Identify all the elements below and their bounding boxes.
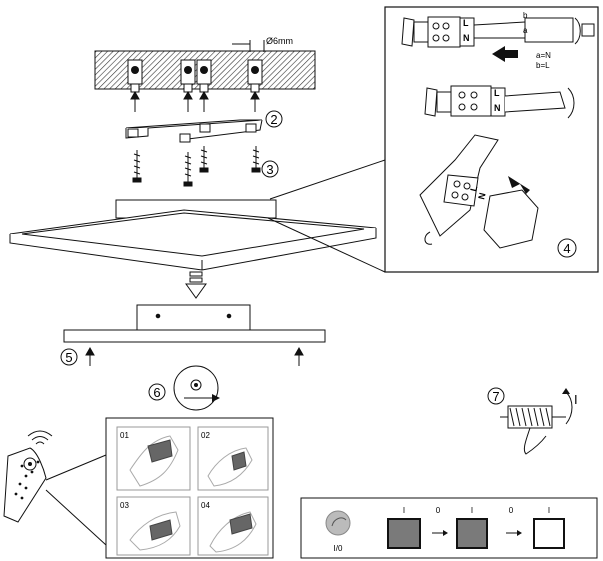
switch-icon-label: I/0 xyxy=(334,544,343,553)
wall-plug xyxy=(180,59,196,93)
step-3-callout: 3 xyxy=(261,160,279,178)
wall-plug xyxy=(127,59,143,93)
svg-text:2: 2 xyxy=(270,112,277,127)
step-7-callout: 7 xyxy=(487,387,505,405)
svg-text:3: 3 xyxy=(266,162,273,177)
battery-step-label: 01 xyxy=(120,431,129,440)
battery-step-label: 04 xyxy=(201,501,210,510)
wall-switch-icon xyxy=(325,510,351,536)
signal-icon xyxy=(27,430,53,445)
down-arrow-icon xyxy=(185,271,207,299)
terminal-L-label: L xyxy=(463,18,469,28)
switch-state-label: 0 xyxy=(436,506,441,515)
terminal-N-label: N xyxy=(494,103,501,113)
terminal-block-connected xyxy=(424,85,575,119)
panel-state-off xyxy=(533,518,565,549)
hand-remote-icon xyxy=(129,435,257,553)
switch-state-label: I xyxy=(471,506,473,515)
switch-state-label: I xyxy=(548,506,550,515)
switch-state-label: I xyxy=(403,506,405,515)
wiring-detail-box: L N b a a=N b=L L N L N xyxy=(384,6,599,273)
pull-switch-detail: I xyxy=(500,388,578,455)
zoom-leader xyxy=(267,217,386,273)
battery-step-label: 03 xyxy=(120,501,129,510)
step-4-callout: 4 xyxy=(557,238,577,258)
arrow-right-icon xyxy=(432,530,448,536)
battery-steps-frame: 01 02 03 04 xyxy=(105,417,274,559)
insert-arrow-icon xyxy=(492,46,518,62)
mounting-bracket xyxy=(125,119,263,143)
step-6-callout: 6 xyxy=(148,383,166,401)
wall-plug xyxy=(247,59,263,93)
switch-state-label: 0 xyxy=(509,506,514,515)
svg-text:5: 5 xyxy=(65,350,72,365)
terminal-L-label: L xyxy=(494,88,500,98)
terminal-L-label: L xyxy=(468,184,479,192)
hole-diameter-label: Ø6mm xyxy=(266,36,293,46)
push-arrows xyxy=(85,346,304,366)
svg-text:6: 6 xyxy=(153,385,160,400)
svg-text:7: 7 xyxy=(492,389,499,404)
legend-a: a=N xyxy=(536,51,551,60)
step-2-callout: 2 xyxy=(265,110,283,128)
panel-side-view xyxy=(63,304,326,343)
ceiling-block xyxy=(94,50,316,93)
insert-arrows xyxy=(130,90,260,112)
step-5-callout: 5 xyxy=(60,348,78,366)
led-panel xyxy=(9,199,377,271)
svg-text:4: 4 xyxy=(563,241,570,256)
panel-state-on xyxy=(456,518,488,549)
panel-state-on xyxy=(387,518,421,549)
screws xyxy=(132,146,261,187)
rotate-label: I xyxy=(574,392,578,407)
arrow-right-icon xyxy=(506,530,522,536)
terminal-N-label: N xyxy=(463,33,470,43)
zoom-leader xyxy=(269,159,386,200)
wire-b-label: b xyxy=(523,11,528,20)
screw-lock-detail xyxy=(173,365,220,411)
terminal-block xyxy=(401,16,595,48)
terminal-cover xyxy=(419,134,539,249)
remote-control xyxy=(3,430,107,546)
close-cover-arrow-icon xyxy=(508,176,530,194)
switch-sequence-frame: I/0 I 0 I 0 I xyxy=(300,497,598,559)
hole-diameter-dimension: Ø6mm xyxy=(232,36,293,52)
battery-step-label: 02 xyxy=(201,431,210,440)
legend-b: b=L xyxy=(536,61,550,70)
wire-a-label: a xyxy=(523,26,528,35)
terminal-N-label: N xyxy=(476,192,487,201)
